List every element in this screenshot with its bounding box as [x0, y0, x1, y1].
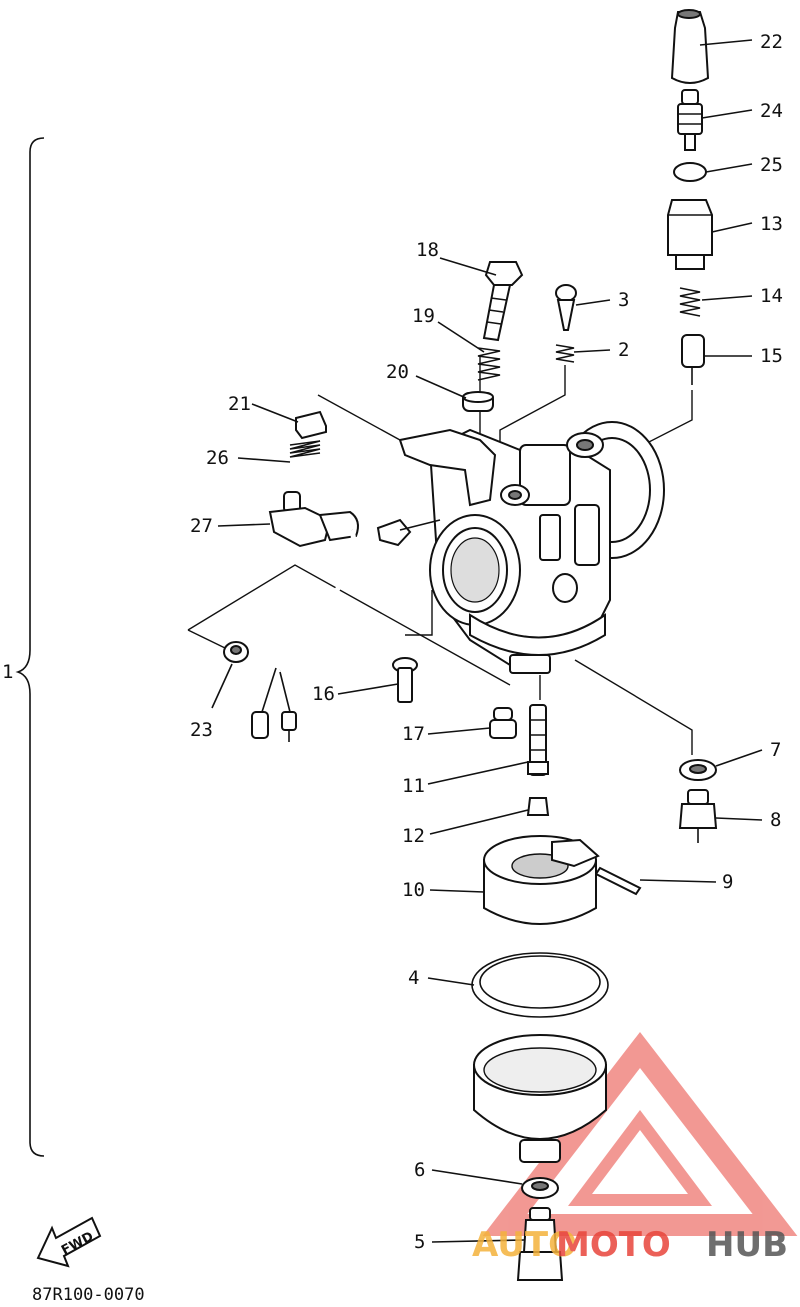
label-assembly-1: 1 [2, 661, 13, 683]
label-11: 11 [402, 775, 425, 797]
part-17-screw [489, 707, 517, 739]
label-8: 8 [770, 809, 781, 831]
part-19-spring [477, 347, 501, 381]
watermark-part-hub: HUB [706, 1225, 788, 1265]
part-number-labels: 22 24 25 13 14 15 3 2 18 19 20 21 26 27 … [2, 31, 783, 1253]
label-12: 12 [402, 825, 425, 847]
label-13: 13 [760, 213, 783, 235]
label-4: 4 [408, 967, 419, 989]
part-22-cap [670, 9, 710, 84]
drawing-code: 87R100-0070 [32, 1285, 145, 1305]
part-15-throttle-valve [681, 334, 705, 385]
part-21-cap [295, 410, 327, 440]
watermark-part-auto: AUTO [472, 1225, 577, 1265]
label-9: 9 [722, 871, 733, 893]
label-23: 23 [190, 719, 213, 741]
label-19: 19 [412, 305, 435, 327]
float-bowl [473, 1034, 607, 1163]
label-16: 16 [312, 683, 335, 705]
label-17: 17 [402, 723, 425, 745]
part-4-gasket [471, 952, 609, 1018]
label-5: 5 [414, 1231, 425, 1253]
leader-lines [211, 39, 763, 1243]
assembly-bracket [15, 137, 45, 1157]
label-25: 25 [760, 154, 783, 176]
label-10: 10 [402, 879, 425, 901]
part-8-drain-screw [678, 789, 718, 843]
part-25-nut [673, 162, 707, 182]
fwd-arrow-icon: FWD [36, 1216, 102, 1268]
watermark-part-moto: MOTO [556, 1225, 671, 1265]
part-7-washer [679, 759, 717, 781]
part-6-washer [521, 1177, 559, 1199]
part-18-throttle-stop-screw [482, 261, 524, 342]
label-27: 27 [190, 515, 213, 537]
carburetor-body [376, 421, 665, 674]
part-26-spring [289, 440, 321, 458]
watermark-text: AUTO MOTO HUB [472, 1225, 788, 1265]
part-14-spring [679, 287, 701, 317]
label-6: 6 [414, 1159, 425, 1181]
part-13-chamber-top [667, 199, 713, 270]
label-18: 18 [416, 239, 439, 261]
part-27-starter-plunger [251, 491, 359, 742]
label-15: 15 [760, 345, 783, 367]
part-9-float-pin [594, 866, 642, 896]
label-14: 14 [760, 285, 783, 307]
part-20-washer [462, 391, 494, 412]
part-16-screw [392, 657, 418, 703]
label-7: 7 [770, 739, 781, 761]
part-2-spring [555, 344, 575, 363]
part-23-washer [223, 641, 249, 663]
part-3-pilot-screw [555, 284, 577, 331]
label-21: 21 [228, 393, 251, 415]
part-11-needle-jet [527, 704, 549, 776]
part-12-main-jet [526, 797, 550, 816]
part-24-needle-holder [677, 89, 703, 151]
label-20: 20 [386, 361, 409, 383]
label-2: 2 [618, 339, 629, 361]
label-26: 26 [206, 447, 229, 469]
label-22: 22 [760, 31, 783, 53]
assembly-guide-lines [187, 355, 693, 755]
part-5-bolt [516, 1207, 564, 1281]
label-24: 24 [760, 100, 783, 122]
label-3: 3 [618, 289, 629, 311]
part-10-float [483, 835, 600, 925]
watermark-logo-icon [482, 1031, 798, 1236]
